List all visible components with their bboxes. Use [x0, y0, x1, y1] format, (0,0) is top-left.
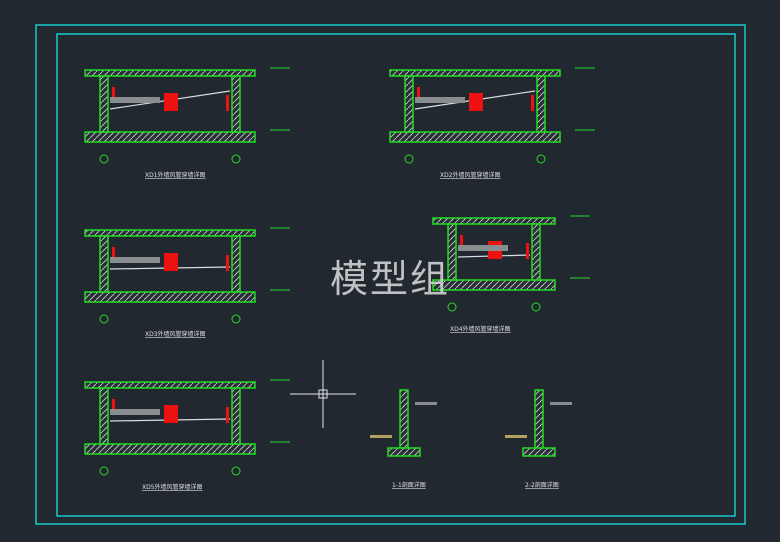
bottom-slab — [389, 131, 561, 143]
note-bar — [458, 245, 508, 251]
sleeve — [226, 255, 229, 271]
sleeve — [526, 243, 529, 259]
note-bar — [550, 402, 572, 405]
top-slab — [84, 229, 256, 237]
bottom-slab — [84, 131, 256, 143]
sleeve — [469, 93, 483, 111]
note-bar — [110, 409, 160, 415]
section-detail — [370, 389, 437, 457]
bottom-slab — [84, 291, 256, 303]
wall-detail — [84, 379, 290, 476]
sleeve — [531, 95, 534, 111]
sleeve — [460, 235, 463, 251]
wall-detail — [389, 67, 595, 164]
axis-bubble — [231, 314, 241, 324]
drawing-title: XD5外墙风管穿墙详图 — [142, 483, 203, 491]
axis-bubble — [99, 314, 109, 324]
axis-bubble — [99, 466, 109, 476]
outer-frame — [35, 24, 746, 525]
note-bar — [110, 257, 160, 263]
sleeve — [164, 253, 178, 271]
bottom-slab — [84, 443, 256, 455]
right-wall — [536, 75, 546, 133]
wall-detail — [84, 67, 290, 164]
left-wall — [99, 387, 109, 445]
crosshair-cursor — [290, 360, 356, 428]
drawing-title: XD2外墙风管穿墙详图 — [440, 171, 501, 179]
left-wall — [404, 75, 414, 133]
top-slab — [84, 69, 256, 77]
left-wall — [447, 223, 457, 281]
section-detail — [505, 389, 572, 457]
sleeve — [164, 93, 178, 111]
note-bar — [505, 435, 527, 438]
top-slab — [432, 217, 556, 225]
drawing-title: XD4外墙风管穿墙详图 — [450, 325, 511, 333]
watermark: 模型组 — [330, 257, 451, 301]
note-bar — [110, 97, 160, 103]
sleeve — [226, 95, 229, 111]
sleeve — [417, 87, 420, 103]
left-wall — [99, 235, 109, 293]
right-wall — [231, 387, 241, 445]
sleeve — [226, 407, 229, 423]
bottom-slab — [432, 279, 556, 291]
sleeve — [112, 247, 115, 263]
axis-bubble — [231, 466, 241, 476]
axis-bubble — [231, 154, 241, 164]
title-labels: XD1外墙风管穿墙详图 XD2外墙风管穿墙详图 XD3外墙风管穿墙详图 XD4外… — [142, 171, 559, 491]
left-wall — [99, 75, 109, 133]
axis-bubble — [447, 302, 457, 312]
right-wall — [231, 75, 241, 133]
section-title: 1-1剖面详图 — [392, 481, 426, 489]
wall-detail — [432, 215, 590, 312]
sleeve — [112, 399, 115, 415]
right-wall — [231, 235, 241, 293]
wall-section — [534, 389, 544, 451]
axis-bubble — [531, 302, 541, 312]
note-bar — [370, 435, 392, 438]
note-bar — [415, 97, 465, 103]
top-slab — [84, 381, 256, 389]
axis-bubble — [404, 154, 414, 164]
slab-section — [387, 447, 421, 457]
wall-section — [399, 389, 409, 451]
right-wall — [531, 223, 541, 281]
sleeve — [112, 87, 115, 103]
inner-frame — [56, 33, 736, 517]
wall-detail — [84, 227, 290, 324]
axis-bubble — [536, 154, 546, 164]
slab-section — [522, 447, 556, 457]
sleeve — [164, 405, 178, 423]
drawing-title: XD1外墙风管穿墙详图 — [145, 171, 206, 179]
note-bar — [415, 402, 437, 405]
section-title: 2-2剖面详图 — [525, 481, 559, 489]
top-slab — [389, 69, 561, 77]
axis-bubble — [99, 154, 109, 164]
drawing-title: XD3外墙风管穿墙详图 — [145, 330, 206, 338]
